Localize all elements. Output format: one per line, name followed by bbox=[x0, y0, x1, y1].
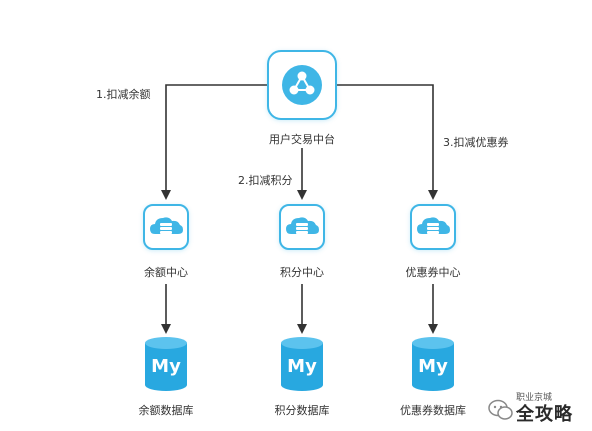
mysql-database-icon: My bbox=[281, 337, 323, 391]
service-label-coupon: 优惠券中心 bbox=[405, 266, 461, 279]
database-label-balance: 余额数据库 bbox=[138, 404, 194, 417]
hub-label: 用户交易中台 bbox=[269, 133, 335, 146]
hub-node bbox=[267, 50, 337, 120]
watermark-faint-text: 职业京城 bbox=[516, 393, 553, 403]
service-node-coupon bbox=[410, 204, 456, 250]
mysql-database-icon: My bbox=[145, 337, 187, 391]
watermark: 职业京城 全攻略 bbox=[486, 392, 590, 426]
database-label-points: 积分数据库 bbox=[274, 404, 330, 417]
watermark-text: 全攻略 bbox=[516, 404, 573, 425]
cloud-database-icon bbox=[417, 217, 450, 234]
service-node-points bbox=[279, 204, 325, 250]
database-points: My bbox=[280, 336, 324, 396]
cloud-database-icon bbox=[150, 217, 183, 234]
service-label-points: 积分中心 bbox=[280, 266, 324, 279]
database-balance: My bbox=[144, 336, 188, 396]
edge-label-balance: 1.扣减余额 bbox=[96, 88, 151, 101]
edge-hub-to-coupon bbox=[337, 84, 438, 200]
service-node-balance bbox=[143, 204, 189, 250]
db-icon-text: My bbox=[151, 356, 181, 377]
db-icon-text: My bbox=[287, 356, 317, 377]
edge-label-points: 2.扣减积分 bbox=[238, 174, 293, 187]
database-label-coupon: 优惠券数据库 bbox=[400, 404, 466, 417]
edge-hub-to-balance bbox=[161, 84, 267, 200]
share-network-icon bbox=[282, 65, 322, 105]
wechat-icon bbox=[488, 399, 513, 420]
edge-label-coupon: 3.扣减优惠券 bbox=[443, 136, 509, 149]
db-icon-text: My bbox=[418, 356, 448, 377]
database-coupon: My bbox=[411, 336, 455, 396]
service-label-balance: 余额中心 bbox=[144, 266, 188, 279]
cloud-database-icon bbox=[286, 217, 319, 234]
mysql-database-icon: My bbox=[412, 337, 454, 391]
